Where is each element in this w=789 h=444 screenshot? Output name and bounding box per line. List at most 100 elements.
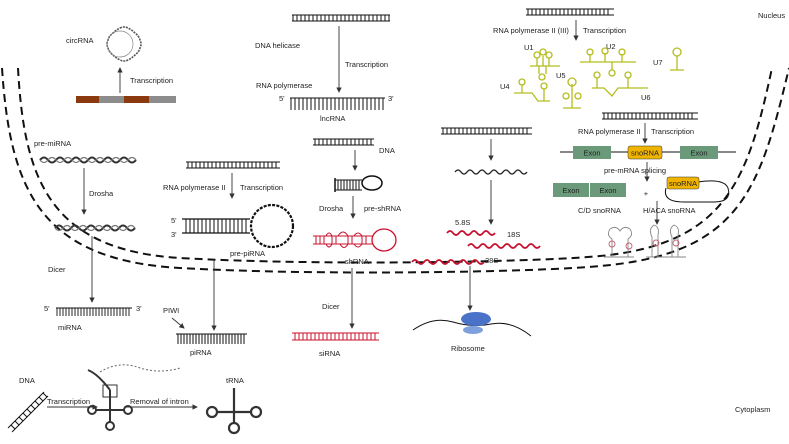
shrna-structure-icon [313, 228, 397, 252]
trna-step1-label: Transcription [47, 397, 90, 406]
drosha-label-mirna: Drosha [89, 189, 114, 198]
sirna-dna-label: DNA [379, 146, 395, 155]
pre-trna-icon [87, 369, 133, 431]
lariat-line [664, 180, 730, 203]
exon-label-2: Exon [690, 149, 707, 158]
cytoplasm-label: Cytoplasm [735, 405, 770, 414]
sirna-dna-icon [313, 138, 374, 146]
pirna-3prime: 3' [171, 230, 177, 239]
ribosome-small-subunit-icon [463, 326, 483, 334]
piwi-arrow [171, 317, 185, 329]
trna-dna-label: DNA [19, 376, 35, 385]
pirna-5prime: 5' [171, 216, 177, 225]
cd-snorna-label: C/D snoRNA [578, 206, 621, 215]
pirna-polymerase-label: RNA polymerase II [163, 183, 226, 192]
pirna-dna-icon [186, 161, 280, 169]
circrna-ring-icon [106, 26, 142, 62]
lncrna-step-label: Transcription [345, 60, 388, 69]
u5-label: U5 [556, 71, 566, 80]
trna-pathway: DNA Transcription Removal of intron tRNA [7, 364, 263, 435]
lncrna-label: lncRNA [320, 114, 345, 123]
dicer-label-sirna: Dicer [322, 302, 340, 311]
snrna-polymerase-label: RNA polymerase II (III) [493, 26, 569, 35]
pre-pirna-hairpin-icon [182, 203, 295, 249]
ribosome-label: Ribosome [451, 344, 485, 353]
u5-structure-icon [562, 77, 582, 109]
rrna-28s-icon [411, 259, 485, 265]
u4-label: U4 [500, 82, 510, 91]
rrna-28s-label: 28S [485, 256, 498, 265]
rrna-58s-icon [446, 230, 496, 236]
u6-label: U6 [641, 93, 651, 102]
u2-structure-icon [580, 47, 636, 77]
mirna-pathway: pre-miRNA Drosha Dicer 5' 3' miRNA [34, 139, 142, 332]
exon-label-1: Exon [583, 149, 600, 158]
lncrna-3prime: 3' [388, 94, 394, 103]
pirna-label: piRNA [190, 348, 212, 357]
trna-label: tRNA [226, 376, 244, 385]
snorna-step-label: Transcription [651, 127, 694, 136]
spliced-exon-label-1: Exon [562, 186, 579, 195]
mirna-5prime: 5' [44, 304, 50, 313]
u7-structure-icon [670, 47, 684, 71]
snorna-box-label: snoRNA [631, 149, 659, 158]
nuclear-envelope-inner [17, 67, 773, 264]
nuclear-envelope-outer [1, 67, 789, 274]
spliced-exon-label-2: Exon [599, 186, 616, 195]
rrna-18s-icon [467, 243, 541, 249]
snorna-polymerase-label: RNA polymerase II [578, 127, 641, 136]
u7-label: U7 [653, 58, 663, 67]
lncrna-5prime: 5' [279, 94, 285, 103]
piwi-label: PIWI [163, 306, 179, 315]
nucleus-label: Nucleus [758, 11, 785, 20]
rrna-58s-label: 5.8S [455, 218, 470, 227]
mature-trna-icon [205, 388, 263, 435]
pre-pirna-label: pre-piRNA [230, 249, 265, 258]
mirna-label: miRNA [58, 323, 82, 332]
splicing-label: pre-mRNA splicing [604, 166, 666, 175]
pre-shrna-hairpin-icon [334, 175, 383, 192]
u4-structure-icon [514, 78, 550, 102]
trna-dna-icon [7, 391, 49, 433]
sirna-label: siRNA [319, 349, 340, 358]
pre-shrna-label: pre-shRNA [364, 204, 401, 213]
excised-snorna-box [666, 176, 700, 190]
rrna-18s-label: 18S [507, 230, 520, 239]
circrna-step-label: Transcription [130, 76, 173, 85]
mirna-strand-icon [56, 307, 132, 316]
u1-structure-icon [530, 48, 560, 81]
mirna-3prime: 3' [136, 304, 142, 313]
trna-step2-label: Removal of intron [130, 397, 189, 406]
rrna-dna-icon [441, 127, 532, 135]
snorna-box [627, 145, 663, 160]
lncrna-transcript-icon [290, 97, 385, 110]
snorna-pathway: RNA polymerase II Transcription Exon sno… [553, 112, 736, 258]
exon-box-1 [573, 146, 611, 159]
spliced-exon-2 [590, 183, 626, 197]
pirna-strand-icon [176, 333, 247, 344]
circrna-gene-bar [76, 96, 176, 103]
dna-helicase-label: DNA helicase [255, 41, 300, 50]
snrna-step-label: Transcription [583, 26, 626, 35]
pirna-pathway: RNA polymerase II Transcription 5' 3' pr… [163, 161, 295, 357]
haca-snorna-label: H/ACA snoRNA [643, 206, 696, 215]
lncrna-dna-icon [292, 14, 390, 22]
rrna-precursor-icon [454, 169, 528, 175]
plus-sign: + [644, 189, 649, 198]
sirna-pathway: DNA Drosha pre-shRNA shRNA Dicer siRN [292, 138, 401, 358]
drosha-label-sirna: Drosha [319, 204, 344, 213]
snrna-pathway: RNA polymerase II (III) Transcription U1… [493, 8, 684, 109]
intron-dotted-line [99, 364, 181, 373]
dicer-label-mirna: Dicer [48, 265, 66, 274]
pre-mirna-label: pre-miRNA [34, 139, 71, 148]
u6-structure-icon [592, 71, 648, 97]
circrna-pathway: Transcription circRNA [66, 26, 176, 103]
snorna-dna-icon [602, 112, 698, 120]
rna-polymerase-label: RNA polymerase [256, 81, 312, 90]
rrna-pathway: 5.8S 18S 28S Ribosome [411, 127, 541, 353]
haca-snorna-structure-icon [646, 224, 686, 258]
excised-snorna-label: snoRNA [669, 179, 697, 188]
pirna-step-label: Transcription [240, 183, 283, 192]
